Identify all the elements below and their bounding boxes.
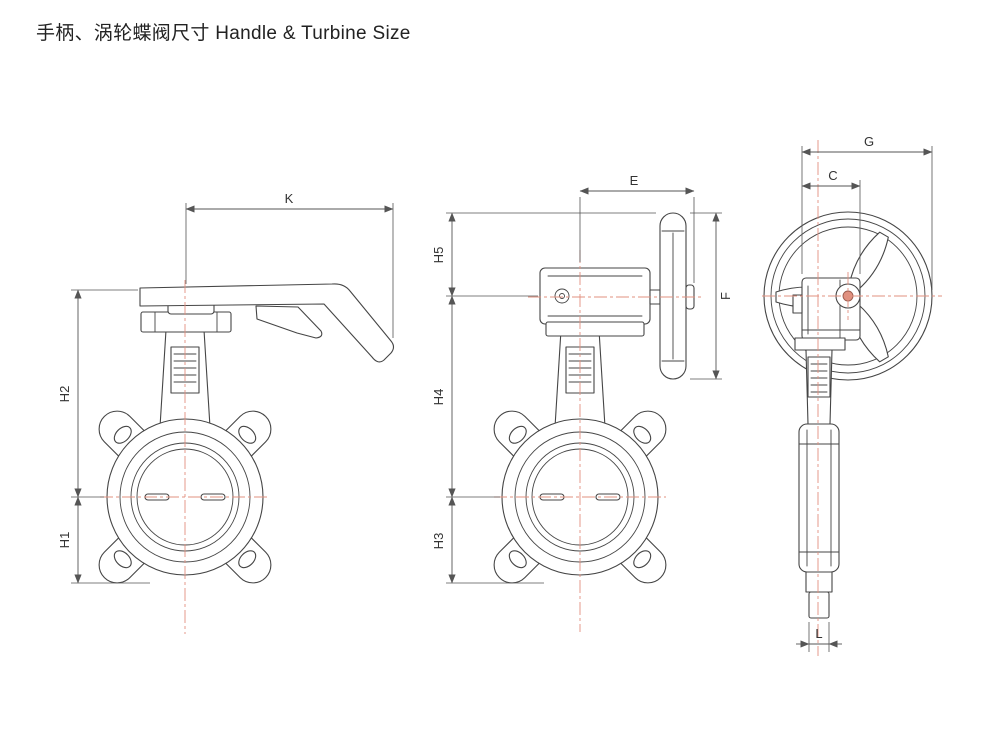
view-gear-valve-side: E H5 H4 H3 F	[431, 173, 733, 632]
nameplate-profile	[807, 356, 831, 398]
handle-trigger	[255, 305, 323, 339]
plate-bolt-lines	[154, 311, 218, 333]
dim-K: K	[185, 191, 394, 338]
body-profile-details	[798, 429, 840, 567]
dim-label-h4: H4	[431, 389, 446, 406]
dim-F: F	[690, 212, 733, 380]
handwheel-rim-lines	[661, 230, 685, 362]
dim-L: L	[796, 622, 842, 652]
gearbox-boss	[554, 288, 570, 304]
dim-label-h3: H3	[431, 533, 446, 550]
handle-mounting-plate	[140, 311, 232, 333]
dim-G: G	[801, 134, 933, 290]
dim-H1: H1	[57, 496, 150, 584]
dim-label-f: F	[718, 292, 733, 300]
page-title: 手柄、涡轮蝶阀尺寸 Handle & Turbine Size	[36, 23, 411, 44]
dim-H5: H5	[431, 212, 656, 297]
dim-H4: H4	[431, 295, 500, 498]
dim-label-h2: H2	[57, 386, 72, 403]
view-handwheel-front: G C L	[762, 134, 942, 656]
view-lever-valve: K H2 H1	[57, 191, 395, 634]
gearbox-base-flange	[545, 321, 645, 337]
dim-label-h5: H5	[431, 247, 446, 264]
dim-label-k: K	[285, 191, 294, 206]
gearbox-detail-lines	[547, 275, 643, 317]
body-profile	[798, 423, 840, 573]
dim-E: E	[579, 173, 695, 283]
dim-C: C	[801, 168, 861, 274]
gearbox-side-tab	[792, 294, 803, 314]
dim-label-c: C	[828, 168, 837, 183]
dim-label-e: E	[630, 173, 639, 188]
dim-label-l: L	[815, 626, 822, 641]
dim-label-g: G	[864, 134, 874, 149]
bottom-stub	[808, 591, 830, 619]
dim-label-h1: H1	[57, 532, 72, 549]
lower-neck-profile	[805, 571, 833, 593]
dim-H3: H3	[431, 496, 544, 584]
top-plate-profile	[794, 337, 846, 351]
lever-handle	[139, 283, 395, 363]
